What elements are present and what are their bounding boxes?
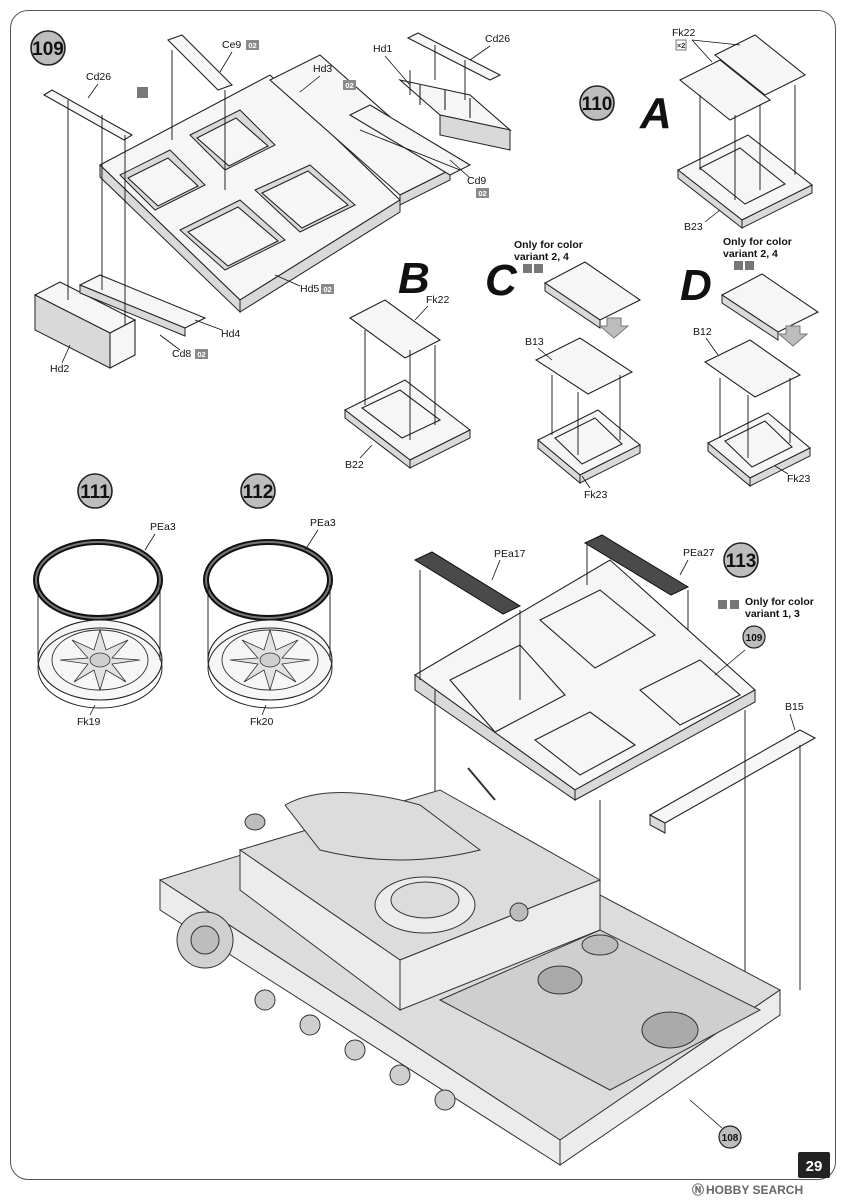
watermark-logo: Ⓝ HOBBY SEARCH <box>692 1182 803 1197</box>
page-frame <box>10 10 836 1180</box>
variant-a-labels: Fk22 ×2 B23 <box>672 27 741 233</box>
paint-symbol-icon <box>745 261 754 270</box>
svg-text:Cd9: Cd9 <box>467 175 486 187</box>
wheel-fk19-assembly <box>33 539 163 709</box>
part-cd26-right <box>406 32 502 81</box>
step-113-note-1: Only for color <box>745 596 814 608</box>
step-111-badge: 111 <box>77 473 113 509</box>
ref-109-badge: 109 <box>742 625 766 649</box>
paint-symbol-icon <box>730 600 739 609</box>
svg-text:B13: B13 <box>525 336 544 348</box>
step-109-badge: 109 <box>30 30 66 66</box>
step-113-note-2: variant 1, 3 <box>745 608 800 620</box>
step-111-labels: PEa3 Fk19 <box>77 521 176 728</box>
svg-text:Ce9: Ce9 <box>222 39 241 51</box>
variant-d-assembly <box>703 273 820 488</box>
svg-text:Ⓝ: Ⓝ <box>692 1182 704 1197</box>
paint-symbol-icon <box>534 264 543 273</box>
variant-d-labels: B12 Fk23 <box>693 326 811 485</box>
svg-text:Fk22: Fk22 <box>426 294 450 306</box>
svg-text:111: 111 <box>80 482 110 503</box>
svg-text:Fk23: Fk23 <box>584 489 608 501</box>
svg-text:29: 29 <box>806 1158 823 1175</box>
svg-text:Cd26: Cd26 <box>86 71 111 83</box>
variant-b-assembly <box>343 299 472 470</box>
svg-text:108: 108 <box>722 1133 739 1144</box>
variant-c-assembly <box>534 261 642 485</box>
step-110-badge: 110 <box>579 85 615 121</box>
svg-text:113: 113 <box>726 551 757 572</box>
variant-b-labels: Fk22 B22 <box>345 294 450 471</box>
part-cd9-ribs <box>348 104 472 176</box>
svg-text:Hd5: Hd5 <box>300 283 319 295</box>
svg-text:02: 02 <box>197 350 205 359</box>
page-number: 29 <box>798 1152 830 1178</box>
variant-b-letter: B <box>398 254 430 303</box>
variant-c-note-2: variant 2, 4 <box>514 251 569 263</box>
svg-text:B12: B12 <box>693 326 712 338</box>
part-hd4-frame <box>78 274 207 337</box>
svg-text:Fk20: Fk20 <box>250 716 274 728</box>
wheel-fk20-assembly <box>203 539 333 709</box>
variant-d-note-1: Only for color <box>723 236 792 248</box>
variant-c-labels: B13 Fk23 <box>525 336 608 501</box>
paint-symbol-icon <box>718 600 727 609</box>
engine-deck-assembly <box>99 74 401 314</box>
pe-grille-pea17 <box>413 551 522 615</box>
svg-text:Cd8: Cd8 <box>172 348 191 360</box>
step-109-guides <box>67 45 466 325</box>
variant-d-note-2: variant 2, 4 <box>723 248 778 260</box>
svg-text:B15: B15 <box>785 701 804 713</box>
ref-108-badge: 108 <box>689 1099 742 1149</box>
svg-text:109: 109 <box>32 39 64 60</box>
svg-text:Fk19: Fk19 <box>77 716 101 728</box>
svg-text:02: 02 <box>323 285 331 294</box>
svg-text:Cd26: Cd26 <box>485 33 510 45</box>
svg-text:PEa27: PEa27 <box>683 547 715 559</box>
svg-text:Hd3: Hd3 <box>313 63 332 75</box>
variant-d-letter: D <box>680 261 712 310</box>
svg-text:B23: B23 <box>684 221 703 233</box>
svg-text:HOBBY SEARCH: HOBBY SEARCH <box>706 1183 803 1197</box>
svg-text:×2: ×2 <box>677 41 686 50</box>
svg-text:Hd1: Hd1 <box>373 43 392 55</box>
svg-text:Hd4: Hd4 <box>221 328 240 340</box>
svg-text:109: 109 <box>746 633 763 644</box>
step-113-labels: PEa17 PEa27 B15 <box>491 547 804 731</box>
paint-symbol-icon <box>137 87 148 98</box>
hull-chassis <box>158 767 781 1166</box>
part-cd26-left <box>42 89 134 141</box>
variant-c-note-1: Only for color <box>514 239 583 251</box>
paint-symbol-icon <box>734 261 743 270</box>
svg-text:02: 02 <box>248 41 256 50</box>
part-ce9-plate <box>166 34 234 91</box>
svg-text:02: 02 <box>478 189 486 198</box>
step-109-labels: Ce9 02 Cd26 Cd26 Hd1 Hd3 02 Cd9 02 Hd5 0… <box>50 33 510 375</box>
svg-text:PEa3: PEa3 <box>310 517 336 529</box>
svg-text:112: 112 <box>243 482 274 503</box>
part-hd1-rail <box>398 79 512 151</box>
variant-a-letter: A <box>639 89 672 138</box>
svg-text:B22: B22 <box>345 459 364 471</box>
svg-text:Fk22: Fk22 <box>672 27 696 39</box>
svg-text:02: 02 <box>345 81 353 90</box>
step-113-badge: 113 <box>723 542 759 578</box>
part-b15-strip <box>648 729 817 834</box>
part-hd2-box <box>33 281 137 369</box>
svg-text:Fk23: Fk23 <box>787 473 811 485</box>
svg-text:110: 110 <box>582 94 613 115</box>
svg-text:PEa17: PEa17 <box>494 548 526 560</box>
svg-text:PEa3: PEa3 <box>150 521 176 533</box>
pe-grille-pea27 <box>583 534 690 596</box>
variant-a-assembly <box>676 34 814 230</box>
step-112-badge: 112 <box>240 473 276 509</box>
variant-c-letter: C <box>485 256 518 305</box>
step-112-labels: PEa3 Fk20 <box>250 517 336 728</box>
svg-text:Hd2: Hd2 <box>50 363 69 375</box>
upper-deck-assembly <box>413 559 756 801</box>
paint-symbol-icon <box>523 264 532 273</box>
